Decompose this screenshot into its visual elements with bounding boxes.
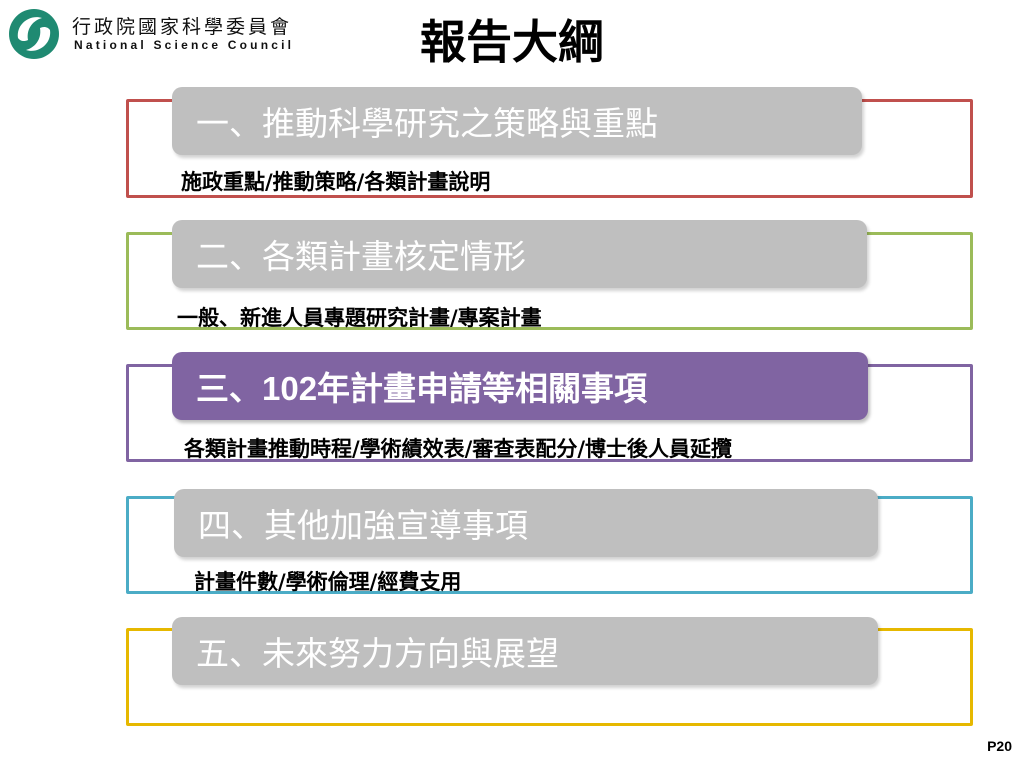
nsc-logo-icon bbox=[9, 9, 59, 59]
section-heading-5: 五、未來努力方向與展望 bbox=[172, 617, 878, 685]
section-heading-2: 二、各類計畫核定情形 bbox=[172, 220, 867, 288]
section-subtitle-2: 一般、新進人員專題研究計畫/專案計畫 bbox=[177, 306, 542, 330]
section-heading-3: 三、102年計畫申請等相關事項 bbox=[172, 352, 868, 420]
section-heading-4: 四、其他加強宣導事項 bbox=[174, 489, 878, 557]
section-subtitle-4: 計畫件數/學術倫理/經費支用 bbox=[194, 570, 462, 594]
org-name-english: National Science Council bbox=[74, 38, 295, 52]
section-subtitle-1: 施政重點/推動策略/各類計畫說明 bbox=[181, 170, 491, 194]
section-subtitle-3: 各類計畫推動時程/學術績效表/審查表配分/博士後人員延攬 bbox=[184, 437, 733, 461]
page-number: P20 bbox=[987, 738, 1012, 754]
page-title: 報告大綱 bbox=[420, 15, 604, 69]
org-name-chinese: 行政院國家科學委員會 bbox=[72, 16, 293, 38]
section-heading-1: 一、推動科學研究之策略與重點 bbox=[172, 87, 862, 155]
